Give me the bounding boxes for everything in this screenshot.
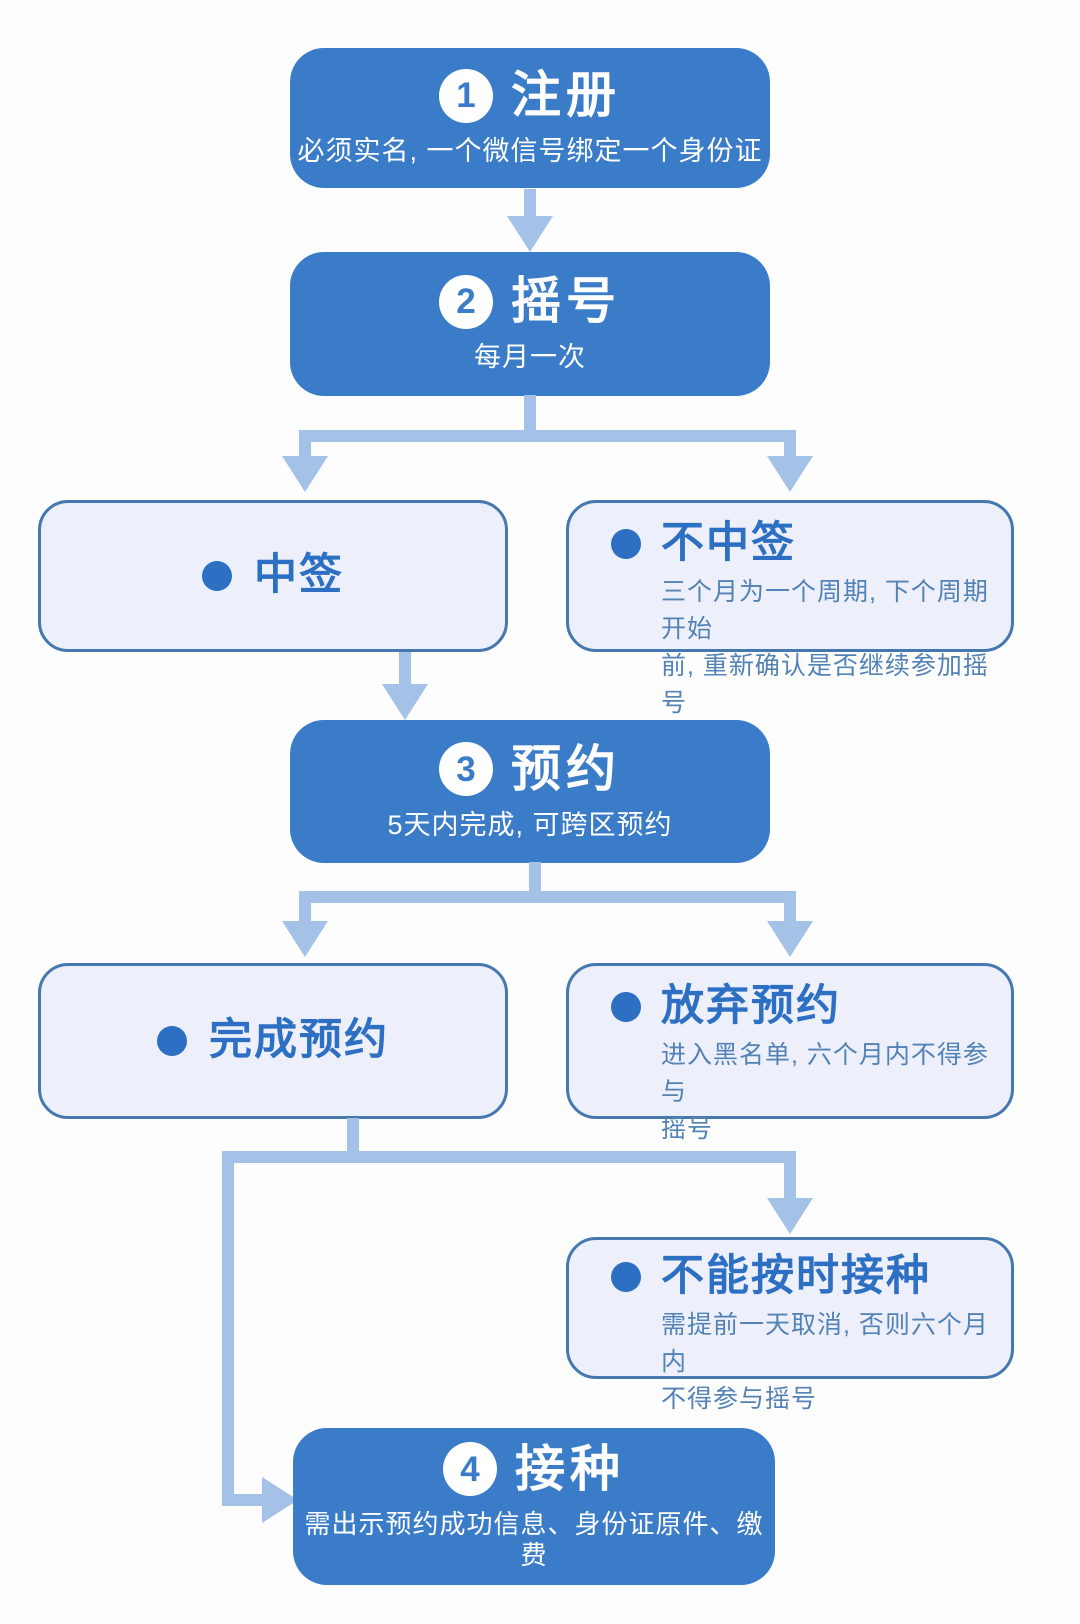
outcome-miss-box: 不能按时接种 需提前一天取消, 否则六个月内 不得参与摇号 xyxy=(566,1237,1014,1413)
step-2-lottery-box: 2 摇号 每月一次 xyxy=(290,252,770,396)
connector-complete-branch-bar xyxy=(222,1151,796,1163)
step-1-subtitle: 必须实名, 一个微信号绑定一个身份证 xyxy=(297,136,763,167)
step-4-title: 接种 xyxy=(515,1440,625,1497)
outcome-miss-title: 不能按时接种 xyxy=(661,1252,931,1300)
step-3-number: 3 xyxy=(456,749,476,789)
bullet-dot-icon xyxy=(611,1261,641,1292)
outcome-complete-title: 完成预约 xyxy=(209,1016,389,1065)
step-1-title-row: 1 注册 xyxy=(439,68,621,123)
connector-step1-step2-line xyxy=(524,189,536,218)
outcome-win-box: 中签 xyxy=(38,500,508,652)
outcome-abandon-box: 放弃预约 进入黑名单, 六个月内不得参与 摇号 xyxy=(566,963,1014,1143)
outcome-abandon-note: 进入黑名单, 六个月内不得参与 摇号 xyxy=(661,1041,989,1144)
outcome-complete-title-row: 完成预约 xyxy=(157,1016,389,1065)
bullet-dot-icon xyxy=(202,561,232,591)
arrow-down-icon xyxy=(767,1198,813,1234)
step-4-number: 4 xyxy=(460,1449,480,1489)
step-3-title: 预约 xyxy=(511,740,621,797)
connector-vaccinate-drop xyxy=(222,1151,234,1506)
outcome-miss-title-row: 不能按时接种 xyxy=(611,1252,1003,1301)
arrow-down-icon xyxy=(767,921,813,957)
arrow-down-icon xyxy=(282,456,328,492)
connector-branch1-left-drop xyxy=(299,430,311,458)
outcome-miss-note: 需提前一天取消, 否则六个月内 不得参与摇号 xyxy=(661,1311,989,1414)
outcome-abandon-title-row: 放弃预约 xyxy=(611,982,1003,1031)
step-2-number: 2 xyxy=(456,282,476,322)
step-1-register-box: 1 注册 必须实名, 一个微信号绑定一个身份证 xyxy=(290,48,770,188)
connector-complete-stub xyxy=(347,1118,359,1155)
step-1-number: 1 xyxy=(456,76,476,116)
connector-branch1-right-drop xyxy=(784,430,796,458)
outcome-win-title: 中签 xyxy=(254,551,344,600)
connector-vaccinate-elbow xyxy=(222,1494,262,1506)
step-4-vaccinate-box: 4 接种 需出示预约成功信息、身份证原件、缴费 xyxy=(293,1428,775,1585)
bullet-dot-icon xyxy=(611,991,641,1022)
step-1-title: 注册 xyxy=(511,67,621,124)
outcome-lose-note: 三个月为一个周期, 下个周期开始 前, 重新确认是否继续参加摇号 xyxy=(661,578,989,718)
outcome-lose-box: 不中签 三个月为一个周期, 下个周期开始 前, 重新确认是否继续参加摇号 xyxy=(566,500,1014,717)
arrow-down-icon xyxy=(382,684,428,720)
outcome-abandon-title: 放弃预约 xyxy=(661,982,841,1030)
arrow-down-icon xyxy=(282,921,328,957)
outcome-lose-title-row: 不中签 xyxy=(611,519,1003,568)
bullet-dot-icon xyxy=(157,1026,187,1056)
connector-miss-drop xyxy=(784,1151,796,1200)
step-2-subtitle: 每月一次 xyxy=(474,342,586,373)
step-2-title-row: 2 摇号 xyxy=(439,274,621,329)
connector-branch2-left-drop xyxy=(299,891,311,923)
outcome-lose-title: 不中签 xyxy=(661,519,796,567)
outcome-complete-box: 完成预约 xyxy=(38,963,508,1119)
arrow-right-icon xyxy=(262,1477,298,1523)
connector-win-step3-line xyxy=(399,652,411,688)
step-2-number-badge: 2 xyxy=(439,274,493,329)
connector-step2-stub xyxy=(524,395,536,434)
connector-step3-stub xyxy=(529,862,541,895)
connector-branch2-right-drop xyxy=(784,891,796,923)
step-3-appointment-box: 3 预约 5天内完成, 可跨区预约 xyxy=(290,720,770,863)
step-3-number-badge: 3 xyxy=(439,742,493,797)
step-3-title-row: 3 预约 xyxy=(439,740,621,797)
connector-step2-branch-bar xyxy=(299,430,796,442)
step-4-title-row: 4 接种 xyxy=(443,1440,625,1497)
arrow-down-icon xyxy=(767,456,813,492)
step-1-number-badge: 1 xyxy=(439,68,493,123)
arrow-down-icon xyxy=(507,216,553,252)
step-3-subtitle: 5天内完成, 可跨区预约 xyxy=(387,809,673,840)
connector-step3-branch-bar xyxy=(299,891,796,903)
step-4-number-badge: 4 xyxy=(443,1442,497,1497)
step-2-title: 摇号 xyxy=(511,273,621,330)
step-4-subtitle: 需出示预约成功信息、身份证原件、缴费 xyxy=(304,1508,764,1570)
bullet-dot-icon xyxy=(611,528,641,559)
outcome-win-title-row: 中签 xyxy=(202,551,344,600)
